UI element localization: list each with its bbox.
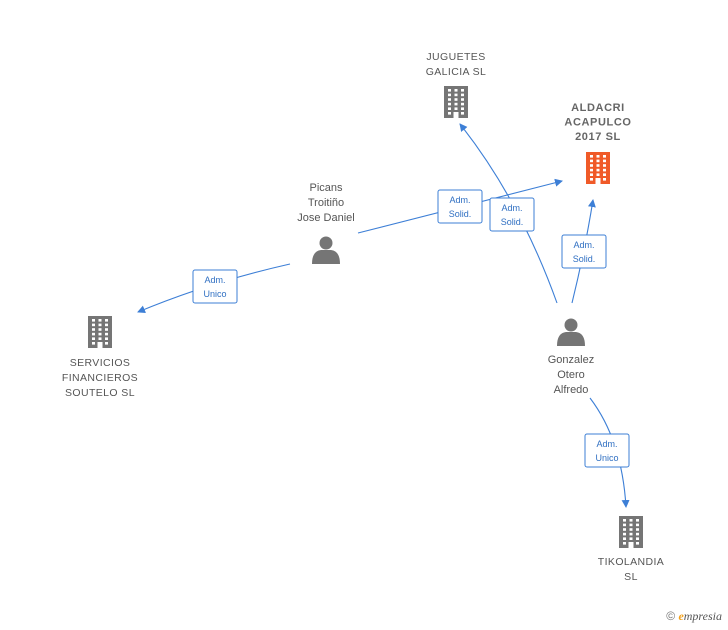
edge-picans-to-servicios: Adm. Unico	[137, 263, 291, 314]
edge-label-text: Solid.	[573, 254, 596, 264]
person-icon	[312, 236, 340, 264]
node-servicios[interactable]: SERVICIOS FINANCIEROS SOUTELO SL	[62, 316, 138, 399]
empresia-logo: empresia	[678, 609, 722, 623]
node-label: Jose Daniel	[297, 212, 354, 224]
edge-picans-to-aldacri: Adm. Solid.	[357, 178, 563, 234]
building-icon	[88, 316, 112, 348]
edge-gonzalez-to-aldacri: Adm. Solid.	[561, 199, 607, 304]
edge-label-text: Solid.	[449, 209, 472, 219]
node-label: Otero	[557, 369, 585, 381]
node-label: SL	[624, 571, 638, 583]
edge-label-text: Adm.	[204, 275, 225, 285]
edge-label-box	[437, 189, 483, 224]
edge-label-box	[489, 197, 535, 232]
node-label: ACAPULCO	[564, 117, 631, 129]
edge-label-box	[584, 433, 630, 468]
node-label: ALDACRI	[571, 102, 625, 114]
edge-gonzalez-to-juguetes: Adm. Solid.	[459, 123, 558, 304]
edge-label-text: Adm.	[596, 439, 617, 449]
person-icon	[557, 318, 585, 346]
building-icon	[619, 516, 643, 548]
node-label: 2017 SL	[575, 131, 621, 143]
node-juguetes[interactable]: JUGUETES GALICIA SL	[426, 51, 487, 118]
node-label: GALICIA SL	[426, 66, 487, 78]
node-label: FINANCIEROS	[62, 372, 138, 384]
node-label: SOUTELO SL	[65, 387, 135, 399]
footer-brand: © empresia	[666, 609, 722, 624]
node-label: SERVICIOS	[70, 357, 131, 369]
edge-gonzalez-to-tikolandia: Adm. Unico	[584, 397, 630, 508]
node-label: Picans	[309, 182, 343, 194]
building-icon	[586, 152, 610, 184]
edge-label-text: Unico	[595, 453, 618, 463]
edge-label-text: Adm.	[449, 195, 470, 205]
edge-label-text: Unico	[203, 289, 226, 299]
edge-label-text: Adm.	[501, 203, 522, 213]
node-label: Gonzalez	[548, 354, 594, 366]
edge-label-text: Solid.	[501, 217, 524, 227]
edge-label-text: Adm.	[573, 240, 594, 250]
building-icon	[444, 86, 468, 118]
node-label: Troitiño	[308, 197, 344, 209]
edge-label-box	[561, 234, 607, 269]
edge-label-box	[192, 269, 238, 304]
node-tikolandia[interactable]: TIKOLANDIA SL	[598, 516, 664, 583]
node-label: JUGUETES	[426, 51, 485, 63]
node-aldacri[interactable]: ALDACRI ACAPULCO 2017 SL	[564, 102, 631, 184]
copyright-symbol: ©	[666, 609, 676, 623]
node-label: TIKOLANDIA	[598, 556, 664, 568]
node-label: Alfredo	[554, 384, 589, 396]
